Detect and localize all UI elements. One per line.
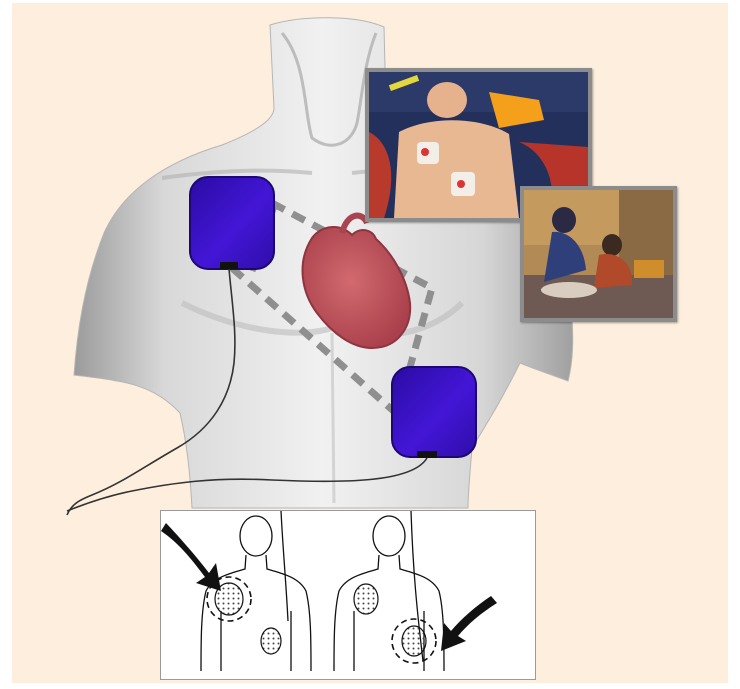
pad-marker-lower-right <box>402 626 426 656</box>
arrow-left-icon <box>161 523 221 591</box>
illustration-canvas <box>12 3 728 683</box>
figure-anterior-lateral <box>334 511 444 671</box>
pad-placement-drawing <box>161 511 535 679</box>
electrode-pad-upper <box>190 177 274 269</box>
electrode-pad-lower <box>392 367 476 458</box>
arrow-right-icon <box>441 596 497 651</box>
pad-marker-lower-left <box>261 628 281 654</box>
cpr-photo-scene <box>524 190 673 318</box>
pad-placement-diagram <box>160 510 536 680</box>
sternum-line <box>332 333 334 503</box>
pad-marker-upper-right <box>354 584 378 614</box>
photo-cpr-rescuers <box>520 186 677 322</box>
